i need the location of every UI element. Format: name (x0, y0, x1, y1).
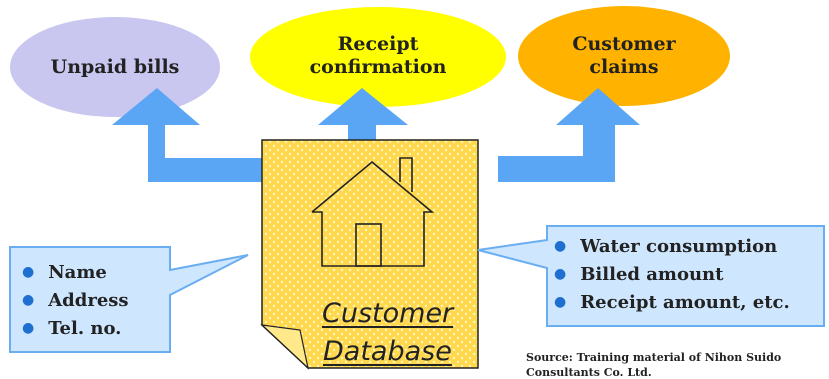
list-item: ● Tel. no. (22, 314, 129, 342)
list-item-label: Name (48, 261, 107, 283)
source-line-2: Consultants Co. Ltd. (526, 366, 652, 379)
bullet-icon: ● (554, 294, 567, 310)
unpaid-bills-ellipse (10, 17, 220, 117)
list-item-label: Tel. no. (48, 317, 122, 339)
arrow-to-customer-claims (498, 88, 640, 182)
bullet-icon: ● (22, 320, 35, 336)
right-callout-list: ● Water consumption ● Billed amount ● Recei… (554, 232, 790, 316)
customer-claims-ellipse (518, 6, 730, 106)
list-item: ● Water consumption (554, 232, 790, 260)
bullet-icon: ● (22, 292, 35, 308)
database-title-line2: Database (323, 336, 452, 367)
document-folded-corner (260, 324, 309, 370)
list-item: ● Name (22, 258, 129, 286)
database-title-line1: Customer (322, 298, 454, 329)
house-icon (311, 157, 435, 267)
list-item-label: Receipt amount, etc. (580, 291, 790, 313)
receipt-confirmation-ellipse (250, 7, 506, 107)
arrow-to-unpaid-bills (112, 88, 262, 182)
list-item: ● Billed amount (554, 260, 790, 288)
left-callout-list: ● Name ● Address ● Tel. no. (22, 258, 129, 342)
source-line-1: Source: Training material of Nihon Suido (526, 351, 782, 364)
arrow-to-receipt-confirmation (318, 88, 408, 148)
list-item: ● Address (22, 286, 129, 314)
bullet-icon: ● (22, 264, 35, 280)
bullet-icon: ● (554, 266, 567, 282)
customer-database-document (261, 139, 479, 369)
list-item-label: Water consumption (580, 235, 778, 257)
list-item: ● Receipt amount, etc. (554, 288, 790, 316)
list-item-label: Billed amount (580, 263, 724, 285)
customer-claims-label: Customer claims (572, 33, 676, 78)
bullet-icon: ● (554, 238, 567, 254)
list-item-label: Address (48, 289, 129, 311)
unpaid-bills-label: Unpaid bills (50, 55, 180, 78)
left-callout-box (9, 246, 249, 353)
right-callout-box (477, 225, 825, 327)
receipt-confirmation-label: Receipt confirmation (309, 33, 447, 78)
